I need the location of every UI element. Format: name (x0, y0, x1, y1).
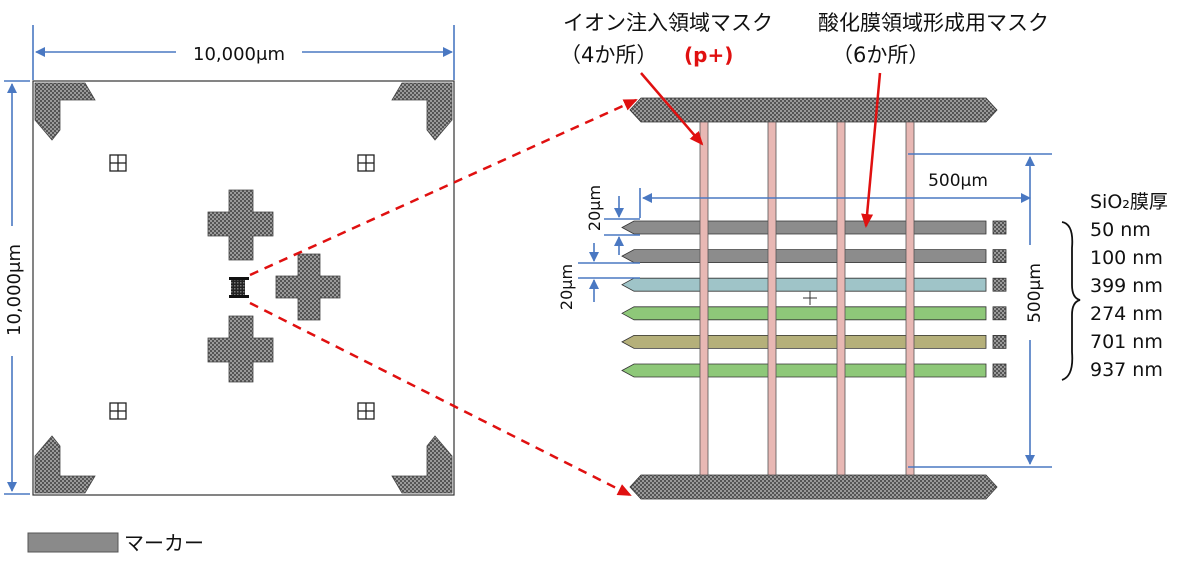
thickness-value-4: 274 nm (1090, 303, 1163, 325)
ion-mask-type: (p+) (684, 43, 733, 67)
ion-strip-2 (767, 121, 777, 476)
gap1-label: 20μm (585, 185, 604, 231)
ion-strip-1 (699, 121, 709, 476)
alignment-mark-bottom-right (357, 402, 375, 420)
chip-overview: 10,000μm 10,000μm (4, 25, 455, 496)
cross-marker-right (275, 253, 341, 321)
zoom-line-top (249, 98, 638, 277)
oxide-mask-count: （6か所） (832, 43, 929, 67)
ion-strip-4 (905, 121, 915, 476)
ion-mask-label: イオン注入領域マスク (563, 11, 773, 35)
ion-strip-3 (836, 121, 846, 476)
device-area-small (229, 277, 249, 298)
sio2-thickness-list: SiO₂膜厚 50 nm 100 nm 399 nm 274 nm 701 nm… (1061, 191, 1168, 381)
chip-width-label: 10,000μm (193, 44, 285, 65)
cross-marker-top (207, 189, 274, 261)
legend-marker-label: マーカー (124, 531, 204, 555)
ion-implant-strips (699, 121, 915, 476)
oxide-bar-6 (621, 363, 987, 378)
oxide-bar-3 (621, 277, 987, 292)
zoom-height-label: 500μm (1025, 263, 1045, 323)
zoom-line-bottom (249, 301, 632, 497)
alignment-mark-top-left (109, 154, 127, 172)
alignment-mark-top-right (357, 154, 375, 172)
thickness-value-3: 399 nm (1090, 275, 1163, 297)
oxide-mask-callout-arrow (861, 72, 882, 228)
legend-marker-swatch (27, 532, 119, 553)
ion-mask-callout-arrow (640, 72, 704, 146)
corner-marker-top-left (34, 82, 96, 141)
gap2-label: 20μm (557, 264, 576, 310)
oxide-bar-1 (621, 220, 987, 235)
bar-end-pad-2 (992, 249, 1007, 264)
corner-marker-bottom-left (34, 435, 96, 494)
corner-marker-bottom-right (391, 435, 453, 494)
cross-marker-bottom (207, 315, 274, 383)
legend: マーカー (27, 531, 204, 555)
thickness-value-6: 937 nm (1090, 359, 1163, 381)
zoom-width-label: 500μm (928, 171, 988, 191)
alignment-mark-bottom-left (109, 402, 127, 420)
bar-end-pad-5 (992, 334, 1007, 349)
oxide-bar-4 (621, 306, 987, 321)
thickness-brace (1061, 221, 1081, 381)
corner-marker-top-right (391, 82, 453, 141)
thickness-value-5: 701 nm (1090, 331, 1163, 353)
thickness-value-1: 50 nm (1090, 219, 1151, 241)
chip-height-label: 10,000μm (4, 244, 25, 336)
bar-end-pad-3 (992, 277, 1007, 292)
device-zoom-view: 500μm 500μm 20μm 20μm イオン注入領域マスク （4か所） (… (557, 11, 1052, 500)
oxide-bars (621, 220, 1007, 378)
bar-end-pad-1 (992, 220, 1007, 235)
bar-end-pad-4 (992, 306, 1007, 321)
oxide-bar-5 (621, 335, 987, 349)
ion-mask-count: （4か所） (560, 43, 657, 67)
pad-top (629, 97, 998, 123)
oxide-mask-label: 酸化膜領域形成用マスク (818, 11, 1049, 35)
bar-end-pad-6 (992, 363, 1007, 378)
pad-bottom (629, 474, 998, 500)
center-mark (803, 291, 817, 305)
oxide-bar-2 (621, 249, 987, 263)
thickness-header: SiO₂膜厚 (1090, 191, 1168, 213)
thickness-value-2: 100 nm (1090, 247, 1163, 269)
